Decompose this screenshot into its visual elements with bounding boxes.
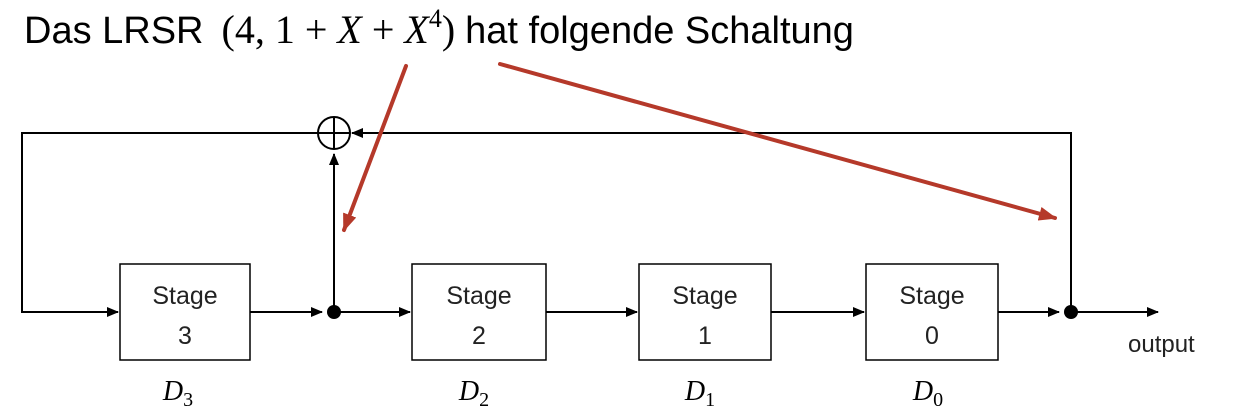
title-prefix: Das LRSR	[24, 10, 204, 52]
feedback-line-top-left	[21, 132, 318, 317]
junction-dot-output	[1064, 305, 1078, 319]
stage-label: Stage	[672, 282, 737, 310]
junction-dot-tap	[327, 305, 341, 319]
formula-x: X	[337, 7, 362, 52]
stage-number: 0	[925, 322, 939, 350]
formula-x4: X	[404, 7, 429, 52]
annotation-arrow-x-term	[342, 64, 408, 232]
slide-title: Das LRSR (4, 1 + X + X4) hat folgende Sc…	[24, 6, 854, 62]
stage-box-1: Stage 1	[638, 263, 772, 361]
stage-label: Stage	[446, 282, 511, 310]
stage-box-0: Stage 0	[865, 263, 999, 361]
register-label-d0: D0	[912, 376, 943, 411]
title-suffix: hat folgende Schaltung	[465, 10, 854, 52]
stage-box-3: Stage 3	[119, 263, 251, 361]
formula-plus: +	[371, 7, 395, 52]
formula-open: (4,	[221, 7, 265, 52]
output-label: output	[1128, 331, 1195, 358]
title-formula: (4, 1 + X + X4)	[222, 6, 456, 53]
formula-const: 1 +	[274, 7, 328, 52]
stage-number: 3	[178, 322, 192, 350]
formula-close: )	[441, 7, 456, 52]
stage-label: Stage	[899, 282, 964, 310]
stage-number: 1	[698, 322, 712, 350]
formula-exponent: 4	[428, 4, 442, 33]
feedback-line-right	[351, 128, 1072, 312]
annotation-arrow-x4-term	[498, 62, 1057, 221]
stage-number: 2	[472, 322, 486, 350]
stage-box-2: Stage 2	[411, 263, 547, 361]
circled-plus-icon	[317, 116, 351, 150]
stage-label: Stage	[152, 282, 217, 310]
register-label-d1: D1	[684, 376, 715, 411]
register-label-d2: D2	[458, 376, 489, 411]
register-label-d3: D3	[162, 376, 193, 411]
